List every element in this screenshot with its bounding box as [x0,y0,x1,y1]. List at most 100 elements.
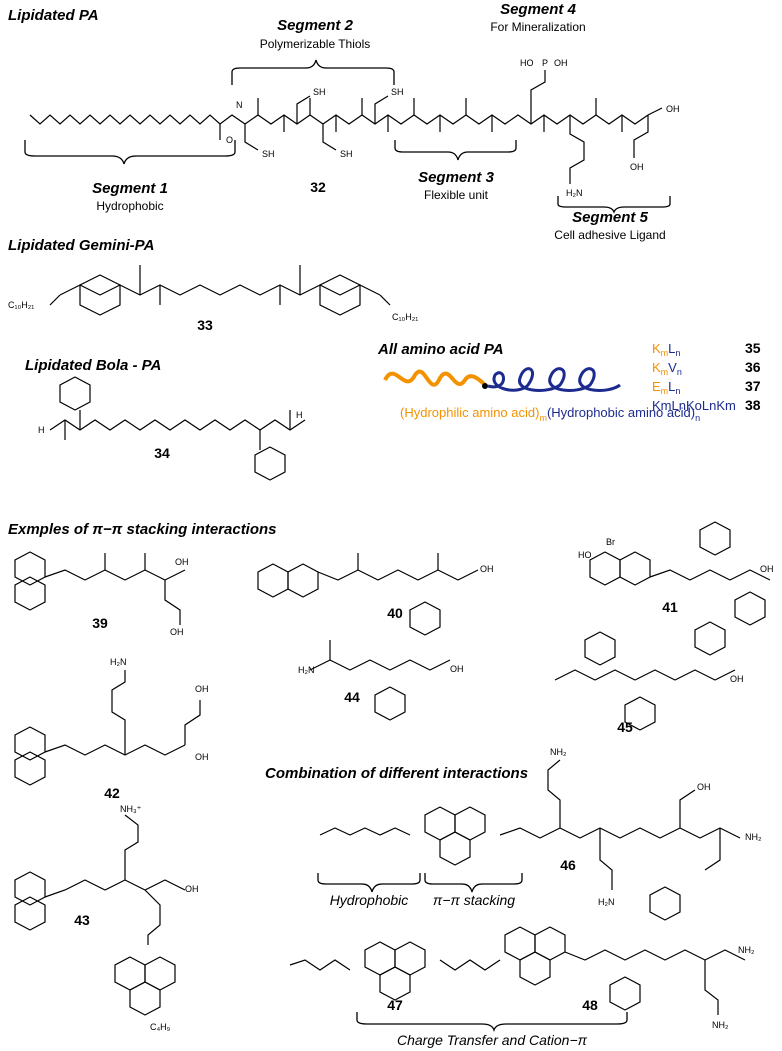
compound-number-32: 32 [310,179,326,195]
compound-number-44: 44 [344,689,360,705]
svg-text:H: H [38,425,45,435]
sequence-38: KmLnKoLnKm [652,398,736,413]
compound-number-48: 48 [582,997,598,1013]
molecule-39: OH OH 39 [14,551,189,637]
svg-text:NH₃⁺: NH₃⁺ [120,804,142,814]
svg-text:C₄H₉: C₄H₉ [150,1022,171,1032]
compound-number-43: 43 [74,912,90,928]
brace-segment-5 [557,196,671,214]
molecule-48: NH₂ NH₂ 48 [504,886,755,1030]
segment-5-title: Segment 5 [572,209,649,226]
svg-text:OH: OH [170,627,184,637]
label-hydrophobic: Hydrophobic [330,892,409,908]
compound-number-45: 45 [617,719,633,735]
svg-text:35: 35 [745,340,761,356]
svg-text:OH: OH [185,884,199,894]
molecule-41: HO Br OH 41 [578,521,774,626]
svg-text:OH: OH [730,674,744,684]
compound-number-40: 40 [387,605,403,621]
svg-text:36: 36 [745,359,761,375]
brace-segment-3 [394,140,517,161]
compound-number-33: 33 [197,317,213,333]
compound-number-42: 42 [104,785,120,801]
molecule-47: 47 [289,941,501,1013]
molecule-43: NH₃⁺ OH C₄H₉ 43 [14,804,199,1032]
svg-text:OH: OH [697,782,711,792]
svg-text:OH: OH [480,564,494,574]
svg-text:OH: OH [195,752,209,762]
compound-number-34: 34 [154,445,170,461]
segment-4-desc: For Mineralization [490,20,585,34]
svg-text:HO: HO [578,550,592,560]
molecule-42: H₂N OH OH 42 [14,657,209,801]
molecule-46: NH₂ H₂N OH NH₂ 46 [319,747,762,907]
svg-text:OH: OH [630,162,644,172]
svg-text:NH₂: NH₂ [745,832,762,842]
brace-segment-2 [231,59,395,85]
brace-segment-1 [24,140,236,165]
title-all-amino-pa: All amino acid PA [377,341,504,358]
molecule-32: O N SH SH SH SH HO P OH H₂N OH OH 32 [29,58,680,198]
svg-text:H₂N: H₂N [110,657,127,667]
svg-text:C₁₀H₂₁: C₁₀H₂₁ [8,300,34,310]
svg-text:H₂N: H₂N [298,665,315,675]
label-pi-stacking: π−π stacking [433,892,515,908]
segment-2-desc: Polymerizable Thiols [260,37,371,51]
molecule-45: OH 45 [554,621,744,735]
svg-text:NH₂: NH₂ [738,945,755,955]
compound-number-41: 41 [662,599,678,615]
svg-text:OH: OH [760,564,774,574]
svg-text:OH: OH [175,557,189,567]
svg-text:SH: SH [262,149,275,159]
svg-text:H: H [296,410,303,420]
svg-text:38: 38 [745,397,761,413]
molecule-40: OH 40 [257,553,494,621]
svg-text:OH: OH [554,58,568,68]
svg-text:OH: OH [195,684,209,694]
svg-text:SH: SH [340,149,353,159]
brace-hydrophobic [317,873,421,893]
title-lipidated-pa: Lipidated PA [8,7,99,24]
svg-text:EmLn: EmLn [652,379,680,396]
svg-text:SH: SH [313,87,326,97]
segment-4-title: Segment 4 [500,1,577,18]
svg-text:H₂N: H₂N [566,188,583,198]
svg-text:OH: OH [666,104,680,114]
label-charge-transfer: Charge Transfer and Cation−π [397,1032,588,1048]
compound-number-39: 39 [92,615,108,631]
segment-5-desc: Cell adhesive Ligand [554,228,665,242]
molecule-34: H H 34 [38,376,306,481]
svg-text:N: N [236,100,243,110]
svg-text:HO: HO [520,58,534,68]
svg-text:O: O [226,135,233,145]
sequence-list: KmLn KmVn EmLn KmLnKoLnKm 35 36 37 38 [652,340,761,413]
svg-text:C₁₀H₂₁: C₁₀H₂₁ [392,312,418,322]
svg-text:NH₂: NH₂ [550,747,567,757]
svg-text:NH₂: NH₂ [712,1020,729,1030]
title-gemini-pa: Lipidated Gemini-PA [8,237,154,254]
svg-text:SH: SH [391,87,404,97]
svg-text:KmLn: KmLn [652,341,680,358]
svg-text:H₂N: H₂N [598,897,615,907]
segment-3-desc: Flexible unit [424,188,489,202]
compound-number-47: 47 [387,997,403,1013]
compound-number-46: 46 [560,857,576,873]
svg-text:KmVn: KmVn [652,360,682,377]
amino-acid-pa-graphic: (Hydrophilic amino acid)m(Hydrophobic am… [383,367,700,423]
segment-3-title: Segment 3 [418,169,495,186]
segment-2-title: Segment 2 [277,17,354,34]
svg-text:P: P [542,58,548,68]
svg-text:OH: OH [450,664,464,674]
brace-charge-transfer [356,1012,628,1033]
title-pi-stacking: Exmples of π−π stacking interactions [8,521,277,538]
segment-1-title: Segment 1 [92,180,168,197]
molecule-33: C₁₀H₂₁ C₁₀H₂₁ 33 [8,265,418,333]
segment-1-desc: Hydrophobic [96,199,163,213]
title-bola-pa: Lipidated Bola - PA [25,357,161,374]
molecule-44: H₂N OH 44 [298,601,464,721]
svg-text:37: 37 [745,378,761,394]
brace-pi-stacking [424,873,523,893]
svg-text:(Hydrophilic amino acid)m(Hydr: (Hydrophilic amino acid)m(Hydrophobic am… [400,405,700,423]
svg-text:Br: Br [606,537,615,547]
